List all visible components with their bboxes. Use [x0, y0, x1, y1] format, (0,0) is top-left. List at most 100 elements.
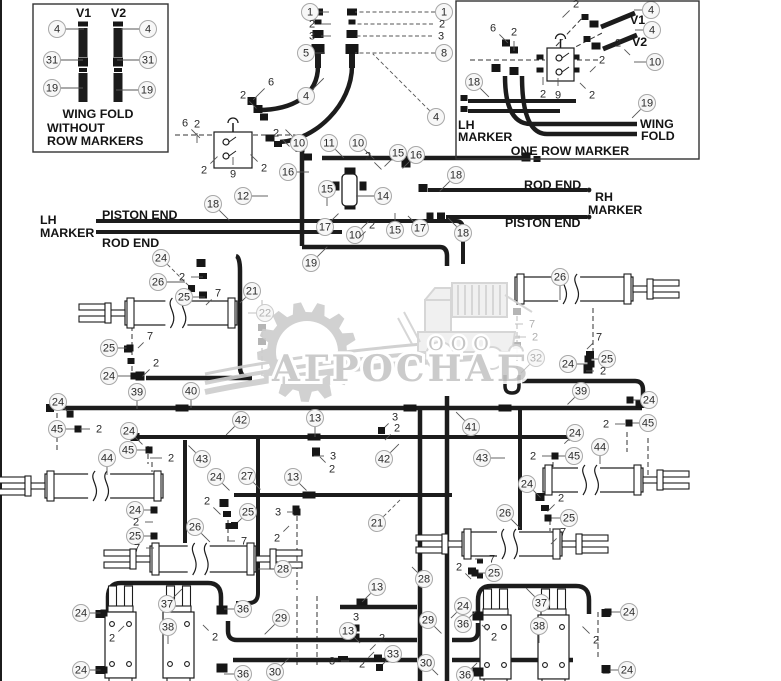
callout-number: 25 [601, 354, 613, 366]
callout-3: 3 [356, 31, 444, 43]
fitting [302, 491, 316, 499]
callout-number: 2 [369, 220, 375, 232]
cylinder-body [104, 611, 137, 679]
callout-44: 44 [98, 449, 116, 475]
cylinder-cap [516, 273, 525, 305]
callout-balloon [207, 468, 225, 486]
callout-balloon [618, 661, 636, 679]
fitting [471, 569, 479, 577]
callout-18: 18 [439, 166, 465, 192]
label-piston-end: PISTON END [102, 208, 178, 222]
callout-number: 10 [649, 57, 661, 69]
fitting [126, 344, 134, 352]
callout-1: 1 [355, 3, 453, 21]
label-wing: WING [640, 117, 674, 131]
callout-number: 1 [441, 7, 447, 19]
fitting [536, 67, 544, 73]
callout-number: 3 [329, 656, 335, 668]
callout-leader [402, 161, 410, 169]
callout-number: 4 [303, 91, 309, 103]
callout-28: 28 [258, 560, 292, 578]
callout-number: 33 [387, 649, 399, 661]
callout-leader [372, 53, 430, 111]
callout-balloon [559, 355, 577, 373]
callout-number: 3 [330, 451, 336, 463]
callout-number: 29 [422, 615, 434, 627]
break-gap [578, 466, 600, 494]
valve-port [555, 54, 563, 62]
callout-10: 10 [285, 129, 308, 152]
fork-prong [482, 588, 493, 612]
callout-7: 7 [134, 543, 154, 555]
callout-number: 30 [420, 658, 432, 670]
callout-number: 24 [75, 608, 87, 620]
callout-leader [312, 77, 325, 90]
faded-fitting [258, 338, 266, 345]
cylinder-cap [246, 542, 255, 576]
faded-fitting [513, 308, 521, 315]
callout-26: 26 [551, 268, 569, 300]
callout-leader [137, 342, 144, 349]
callout-19: 19 [302, 246, 328, 272]
callout-number: 31 [142, 55, 154, 67]
callout-number: 2 [603, 419, 609, 431]
callout-balloon [527, 349, 545, 367]
callout-24: 24 [152, 249, 196, 293]
rod-base [482, 608, 509, 616]
callout-number: 25 [563, 513, 575, 525]
callout-balloon [100, 339, 118, 357]
callout-leader [225, 426, 235, 436]
callout-2: 2 [201, 156, 218, 177]
callout-number: 2 [600, 366, 606, 378]
callout-36: 36 [456, 662, 478, 681]
callout-leader [213, 507, 221, 515]
callout-balloon [159, 618, 177, 636]
callout-2: 2 [530, 451, 552, 463]
callout-number: 6 [182, 118, 188, 130]
callout-balloon [272, 609, 290, 627]
callout-13: 13 [339, 622, 361, 644]
callout-number: 39 [575, 386, 587, 398]
callout-number: 25 [488, 568, 500, 580]
callout-7: 7 [205, 288, 221, 306]
callout-24: 24 [518, 475, 541, 498]
callout-number: 27 [241, 471, 253, 483]
callout-balloon [139, 20, 157, 38]
callout-19: 19 [631, 94, 656, 119]
callout-balloon [389, 144, 407, 162]
callout-43: 43 [188, 445, 211, 468]
callout-balloon [306, 409, 324, 427]
callout-balloon [407, 146, 425, 164]
callout-leader [205, 299, 212, 306]
hose [302, 244, 450, 266]
callout-balloon [639, 414, 657, 432]
dashed-line [555, 15, 585, 47]
fitting [602, 666, 610, 674]
callout-number: 24 [457, 601, 469, 613]
callout-number: 2 [212, 632, 218, 644]
fitting [150, 506, 158, 514]
callout-number: 7 [529, 319, 535, 331]
callout-leader [201, 533, 211, 543]
cylinder-body [479, 614, 512, 680]
fitting [74, 425, 82, 433]
callout-leader [439, 181, 450, 192]
valve-port [222, 138, 230, 146]
callout-balloon [646, 53, 664, 71]
callout-number: 24 [562, 359, 574, 371]
fitting [418, 184, 428, 192]
callout-leader [202, 624, 209, 631]
callout-2: 2 [562, 0, 579, 18]
callout-2: 2 [582, 626, 599, 647]
callout-number: 3 [392, 412, 398, 424]
callout-1: 1 [301, 3, 329, 21]
callout-number: 24 [521, 479, 533, 491]
callout-balloon [454, 597, 472, 615]
watermark-company-name: АГРОСНАБ [271, 348, 530, 390]
fitting [591, 42, 601, 50]
callout-number: 13 [287, 472, 299, 484]
callout-leader [219, 210, 230, 221]
callout-3: 3 [309, 31, 331, 43]
callout-leader [210, 156, 218, 164]
callout-number: 37 [535, 598, 547, 610]
